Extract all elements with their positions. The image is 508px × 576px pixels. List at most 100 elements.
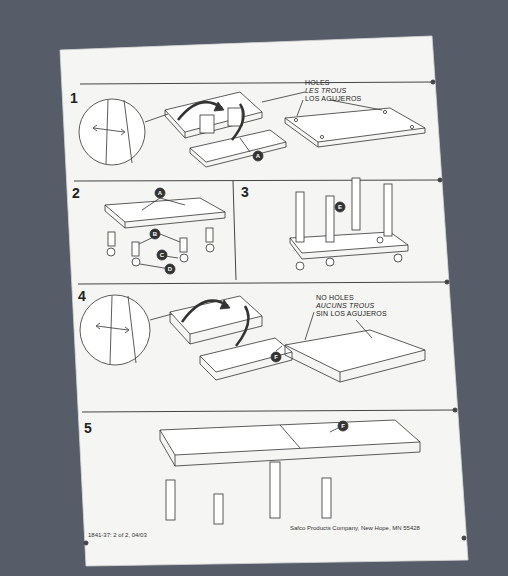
step-2-figure [160, 234, 180, 242]
step-4-figure [110, 296, 112, 364]
step-number: 1 [70, 91, 78, 106]
step-number: 3 [241, 185, 249, 200]
step-1-figure [79, 92, 425, 167]
step-4-figure [96, 323, 100, 329]
step-2-figure [108, 232, 115, 246]
step-3-figure [326, 196, 334, 242]
callout-letter: E [338, 204, 342, 211]
note-text: SIN LOS AGUJEROS [316, 310, 387, 318]
section-rules [462, 536, 466, 540]
step-3-figure [296, 192, 304, 242]
step-2-figure [125, 222, 126, 228]
step-2-figure [150, 229, 160, 239]
step-1-figure [410, 125, 413, 128]
step-3-figure [296, 262, 304, 270]
section-rules [453, 408, 457, 412]
section-rules [74, 80, 466, 545]
step-2-figure [132, 242, 139, 256]
step-3-figure [384, 184, 392, 236]
step-2-figure [206, 244, 214, 252]
step-5-figure [214, 494, 223, 524]
step-3-figure [290, 238, 408, 259]
step-4-figure [200, 338, 292, 372]
step-2-figure [165, 264, 175, 274]
step-4-figure [276, 346, 282, 351]
step-1-figure [165, 92, 262, 132]
step-1-figure [294, 118, 297, 121]
callout-letter: A [256, 153, 260, 160]
step-2-figure [155, 188, 165, 198]
step-4-figure [97, 326, 128, 330]
step-1-figure [240, 138, 250, 152]
footer-text: 1841-37: 2 of 2, 04/03 [88, 532, 147, 539]
section-rules [80, 82, 433, 84]
step-1-figure [383, 110, 386, 113]
step-1-figure [262, 92, 305, 102]
step-2-figure [180, 238, 187, 252]
callout-letter: F [341, 423, 345, 430]
step-5-figure [338, 421, 348, 431]
step-4-figure [80, 295, 150, 365]
section-rules [438, 178, 442, 182]
step-4-figure [271, 352, 281, 362]
note-text: NO HOLES [316, 294, 354, 302]
step-1-figure [200, 115, 214, 133]
step-5-figure [270, 462, 280, 518]
step-5-figure [160, 420, 420, 524]
step-4-figure [340, 372, 341, 382]
step-1-figure [232, 104, 244, 140]
step-1-figure [320, 135, 323, 138]
step-2-figure [157, 250, 167, 260]
note-text: LOS AGUJEROS [305, 95, 361, 103]
step-5-figure [280, 425, 300, 448]
step-1-figure [94, 128, 124, 132]
step-3-figure [335, 202, 345, 212]
section-rules [74, 180, 440, 181]
callout-letter: F [274, 354, 278, 361]
section-rules [431, 80, 435, 84]
step-2-figure [107, 248, 115, 256]
paper-sheet [60, 36, 468, 566]
step-4-figure [190, 334, 191, 344]
step-4-figure [236, 306, 248, 346]
step-number: 2 [72, 186, 80, 201]
step-1-figure [121, 129, 125, 135]
section-rules [233, 181, 236, 280]
step-1-figure [318, 142, 319, 147]
step-4-figure [80, 295, 425, 382]
step-2-figure [105, 188, 225, 274]
step-3-figure [394, 254, 402, 262]
step-2-figure [105, 205, 225, 228]
step-2-figure [206, 228, 213, 242]
step-1-figure [297, 100, 303, 116]
step-4-figure [285, 345, 425, 382]
step-4-figure [150, 314, 172, 320]
callout-letter: B [153, 231, 157, 238]
step-1-figure [93, 125, 97, 131]
step-1-figure [79, 99, 145, 165]
step-1-figure [190, 130, 286, 162]
step-5-figure [166, 480, 175, 520]
step-1-figure [165, 110, 262, 138]
callout-letter: A [158, 190, 162, 197]
step-5-figure [160, 420, 420, 455]
step-1-figure [228, 108, 242, 126]
step-4-figure [200, 352, 292, 380]
step-2-figure [160, 198, 185, 205]
step-5-figure [175, 455, 176, 466]
step-1-figure [214, 102, 224, 111]
step-3-figure [290, 178, 408, 270]
step-1-figure [285, 108, 425, 142]
step-5-figure [160, 430, 420, 466]
section-rules [445, 280, 449, 284]
footer-text: Safco Products Company, New Hope, MN 554… [290, 525, 420, 532]
step-1-figure [185, 132, 186, 138]
step-2-figure [132, 258, 140, 266]
note-text: LES TROUS [305, 87, 346, 95]
step-3-figure [326, 258, 334, 266]
step-3-figure [377, 237, 383, 243]
section-rules [84, 541, 88, 545]
